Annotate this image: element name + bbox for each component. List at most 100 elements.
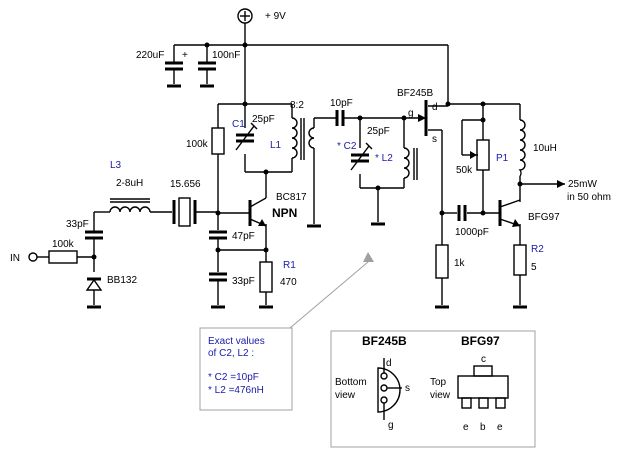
c1-value: 25pF bbox=[252, 114, 275, 125]
node-dot bbox=[357, 115, 363, 121]
bc817-label: BC817 bbox=[276, 192, 307, 203]
ratio-label: 8:2 bbox=[290, 100, 304, 111]
node-dot bbox=[480, 117, 486, 123]
output-arrow-icon bbox=[557, 180, 565, 188]
input-wiring bbox=[37, 211, 218, 272]
node-dot bbox=[242, 42, 248, 48]
supply-terminal bbox=[237, 8, 253, 24]
node-dot bbox=[480, 101, 486, 107]
supply-wiring bbox=[173, 23, 449, 104]
cap-33pf-in-label: 33pF bbox=[66, 219, 89, 230]
transistor-bfg97 bbox=[498, 199, 521, 227]
fet-pin-d: d bbox=[432, 102, 438, 113]
note-line-4: * L2 =476nH bbox=[208, 385, 264, 396]
node-dot bbox=[263, 169, 269, 175]
elco-label: 220uF bbox=[136, 50, 164, 61]
node-dot bbox=[263, 247, 269, 253]
cap-33pf-osc-label: 33pF bbox=[232, 276, 255, 287]
bfg97-package bbox=[457, 365, 509, 409]
cap-100nf-label: 100nF bbox=[212, 50, 240, 61]
pin-b: b bbox=[480, 422, 486, 433]
pinout-bfg-title: BFG97 bbox=[461, 334, 500, 348]
varicap-label: BB132 bbox=[107, 275, 137, 286]
pin-c: c bbox=[481, 354, 486, 365]
node-dot bbox=[401, 115, 407, 121]
resistor-r2 bbox=[513, 244, 527, 276]
bfg97-label: BFG97 bbox=[528, 212, 560, 223]
node-dot bbox=[517, 181, 523, 187]
l3-value: 2-8uH bbox=[116, 178, 143, 189]
p1-value: 50k bbox=[456, 165, 473, 176]
input-terminal bbox=[28, 252, 38, 262]
note-box bbox=[199, 327, 293, 411]
r2-value: 5 bbox=[531, 262, 537, 273]
varicap-bb132 bbox=[85, 277, 103, 309]
fet-pin-s: s bbox=[432, 134, 437, 145]
node-dot bbox=[242, 101, 248, 107]
resistor-100k-in-label: 100k bbox=[52, 239, 75, 250]
resistor-1k-label: 1k bbox=[454, 258, 466, 269]
c2-value: 25pF bbox=[367, 126, 390, 137]
note-line-2: of C2, L2 : bbox=[208, 348, 254, 359]
cap-1000pf bbox=[457, 205, 467, 221]
resistor-100k-osc-label: 100k bbox=[186, 139, 209, 150]
cap-10pf bbox=[335, 110, 345, 126]
input-label: IN bbox=[10, 253, 20, 264]
l2-label: * L2 bbox=[375, 153, 393, 164]
cap-33pf-in bbox=[85, 230, 103, 240]
bf245b-package bbox=[377, 358, 402, 420]
top-view-2: view bbox=[430, 390, 451, 401]
crystal bbox=[172, 197, 197, 227]
r1-value: 470 bbox=[280, 277, 297, 288]
inductor-l3 bbox=[109, 198, 151, 213]
fet-pin-g: g bbox=[408, 108, 414, 119]
transformer-l1 bbox=[291, 117, 315, 160]
r2-label: R2 bbox=[531, 244, 544, 255]
top-view-1: Top bbox=[430, 377, 447, 388]
callout-leader bbox=[289, 252, 374, 329]
resistor-100k-in bbox=[48, 250, 78, 264]
l3-label: L3 bbox=[110, 160, 122, 171]
trimmer-c1 bbox=[235, 122, 258, 151]
inductor-l2 bbox=[403, 147, 418, 180]
note-line-1: Exact values bbox=[208, 336, 265, 347]
pin-g: g bbox=[388, 420, 394, 431]
output-load: in 50 ohm bbox=[567, 192, 611, 203]
npn-label: NPN bbox=[272, 206, 297, 220]
resistor-1k bbox=[435, 244, 449, 279]
pinout-bf-title: BF245B bbox=[362, 334, 407, 348]
cap-100nf bbox=[198, 61, 216, 88]
pin-d: d bbox=[386, 358, 392, 369]
node-dot bbox=[91, 254, 97, 260]
node-dot bbox=[215, 210, 221, 216]
node-dot bbox=[204, 42, 210, 48]
resistor-r1 bbox=[259, 261, 273, 293]
node-dot bbox=[480, 210, 486, 216]
bottom-view-1: Bottom bbox=[335, 377, 367, 388]
pin-s: s bbox=[405, 383, 410, 394]
p1-label: P1 bbox=[496, 153, 509, 164]
output-wiring bbox=[441, 103, 565, 305]
resistor-100k-osc bbox=[211, 127, 225, 155]
elco-220uf bbox=[165, 61, 183, 88]
c1-label: C1 bbox=[232, 119, 245, 130]
inductor-10uh-label: 10uH bbox=[533, 143, 557, 154]
node-dot bbox=[375, 185, 381, 191]
pin-e-right: e bbox=[497, 422, 503, 433]
inductor-10uh bbox=[518, 119, 526, 177]
pinout-box bbox=[330, 330, 536, 448]
cap-47pf bbox=[209, 230, 227, 272]
trimmer-c2 bbox=[350, 142, 373, 171]
r1-label: R1 bbox=[283, 260, 296, 271]
cap-33pf-osc bbox=[209, 272, 227, 309]
bottom-view-2: view bbox=[335, 390, 356, 401]
filter-wiring bbox=[313, 105, 448, 245]
supply-label: + 9V bbox=[265, 11, 286, 22]
node-dot bbox=[439, 210, 445, 216]
fet-label: BF245B bbox=[397, 88, 433, 99]
potentiometer-p1 bbox=[470, 139, 490, 171]
fet-bf245b bbox=[418, 100, 428, 136]
output-power: 25mW bbox=[568, 179, 597, 190]
cap-1000pf-label: 1000pF bbox=[455, 227, 489, 238]
